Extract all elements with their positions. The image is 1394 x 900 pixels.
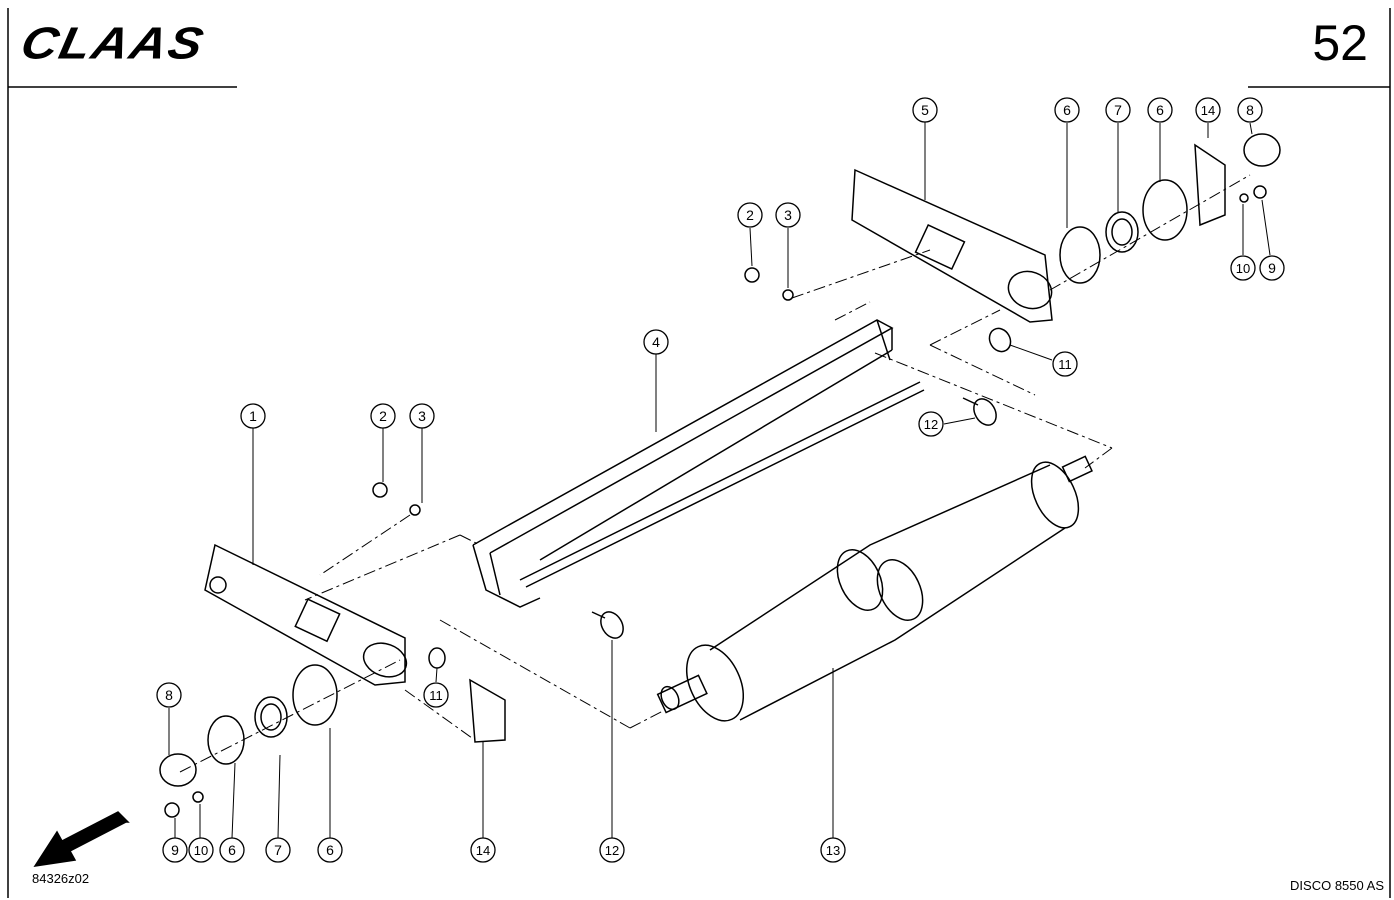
left-side-plate-part-1 (204, 543, 408, 686)
callout-2: 2 (370, 403, 396, 429)
callout-label: 11 (429, 688, 443, 703)
callout-7: 7 (265, 837, 291, 863)
callout-8: 8 (1237, 97, 1263, 123)
callout-label: 6 (1063, 102, 1071, 118)
drawing-number: 84326z02 (32, 871, 90, 886)
callout-label: 13 (826, 843, 840, 858)
callout-label: 14 (476, 843, 490, 858)
callout-13: 13 (820, 837, 846, 863)
callout-label: 3 (784, 207, 792, 223)
callout-8: 8 (156, 682, 182, 708)
callout-14: 14 (1195, 97, 1221, 123)
callout-label: 12 (605, 843, 619, 858)
callout-label: 9 (1268, 260, 1276, 276)
callout-11: 11 (423, 682, 449, 708)
callout-label: 8 (165, 687, 173, 703)
callout-5: 5 (912, 97, 938, 123)
frame-lines (7, 8, 1391, 898)
callout-label: 1 (249, 408, 257, 424)
model-label: DISCO 8550 AS (1290, 878, 1384, 893)
callout-label: 7 (1114, 102, 1122, 118)
callout-9: 9 (1259, 255, 1285, 281)
callout-1: 1 (240, 403, 266, 429)
callout-label: 6 (1156, 102, 1164, 118)
callout-label: 12 (924, 417, 938, 432)
callout-label: 6 (228, 842, 236, 858)
page-number: 52 (1312, 15, 1368, 71)
right-side-plate-part-5 (851, 168, 1053, 323)
roller-part-13 (656, 455, 1093, 722)
callout-10: 10 (188, 837, 214, 863)
callout-12: 12 (918, 411, 944, 437)
callout-11: 11 (1052, 351, 1078, 377)
callout-leaders (168, 122, 1271, 839)
callout-12: 12 (599, 837, 625, 863)
callout-label: 8 (1246, 102, 1254, 118)
callout-14: 14 (470, 837, 496, 863)
left-bearing-assembly (159, 664, 506, 818)
callout-10: 10 (1230, 255, 1256, 281)
callout-label: 3 (418, 408, 426, 424)
callout-3: 3 (775, 202, 801, 228)
callout-7: 7 (1105, 97, 1131, 123)
callout-6: 6 (219, 837, 245, 863)
tube-part-4 (472, 319, 925, 608)
callout-label: 7 (274, 842, 282, 858)
callout-6: 6 (1147, 97, 1173, 123)
callout-label: 2 (379, 408, 387, 424)
assembly-centerlines (179, 174, 1251, 773)
callout-label: 10 (1236, 261, 1250, 276)
callout-6: 6 (317, 837, 343, 863)
callout-label: 4 (652, 334, 660, 350)
callout-3: 3 (409, 403, 435, 429)
right-bearing-assembly (1059, 133, 1281, 284)
callout-label: 5 (921, 102, 929, 118)
callout-9: 9 (162, 837, 188, 863)
callout-2: 2 (737, 202, 763, 228)
callout-label: 6 (326, 842, 334, 858)
direction-arrow-icon (33, 811, 130, 867)
callout-label: 11 (1058, 357, 1072, 372)
callout-label: 10 (194, 843, 208, 858)
callout-4: 4 (643, 329, 669, 355)
callout-label: 14 (1201, 103, 1215, 118)
callout-6: 6 (1054, 97, 1080, 123)
callout-label: 2 (746, 207, 754, 223)
fasteners (372, 267, 1012, 669)
callout-label: 9 (171, 842, 179, 858)
